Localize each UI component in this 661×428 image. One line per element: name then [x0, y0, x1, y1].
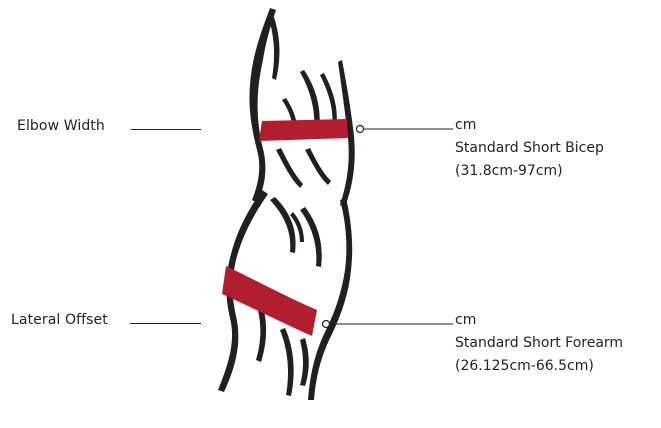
- forearm-unit: cm: [455, 309, 661, 332]
- forearm-connector-dot: [323, 321, 330, 328]
- elbow-fold-2: [305, 148, 331, 185]
- forearm-name: Standard Short Forearm: [455, 332, 661, 355]
- forearm-stroke-5: [300, 338, 309, 386]
- forearm-stroke-4: [280, 328, 294, 396]
- bicep-connector-dot: [357, 126, 364, 133]
- forearm-measurement-block: cm Standard Short Forearm (26.125cm-66.5…: [455, 309, 661, 378]
- lateral-offset-label: Lateral Offset: [11, 311, 108, 329]
- bicep-measurement-block: cm Standard Short Bicep (31.8cm-97cm): [455, 114, 604, 183]
- upper-arm-left-contour: [249, 8, 276, 203]
- elbow-width-underline: [131, 129, 201, 130]
- bicep-unit: cm: [455, 114, 604, 137]
- bicep-range: (31.8cm-97cm): [455, 160, 604, 183]
- bicep-name: Standard Short Bicep: [455, 137, 604, 160]
- elbow-fold-1: [276, 148, 303, 188]
- forearm-stroke-1: [270, 197, 296, 253]
- lateral-offset-underline: [130, 323, 201, 324]
- bicep-band: [259, 119, 348, 141]
- forearm-range: (26.125cm-66.5cm): [455, 355, 661, 378]
- elbow-width-label: Elbow Width: [17, 117, 105, 135]
